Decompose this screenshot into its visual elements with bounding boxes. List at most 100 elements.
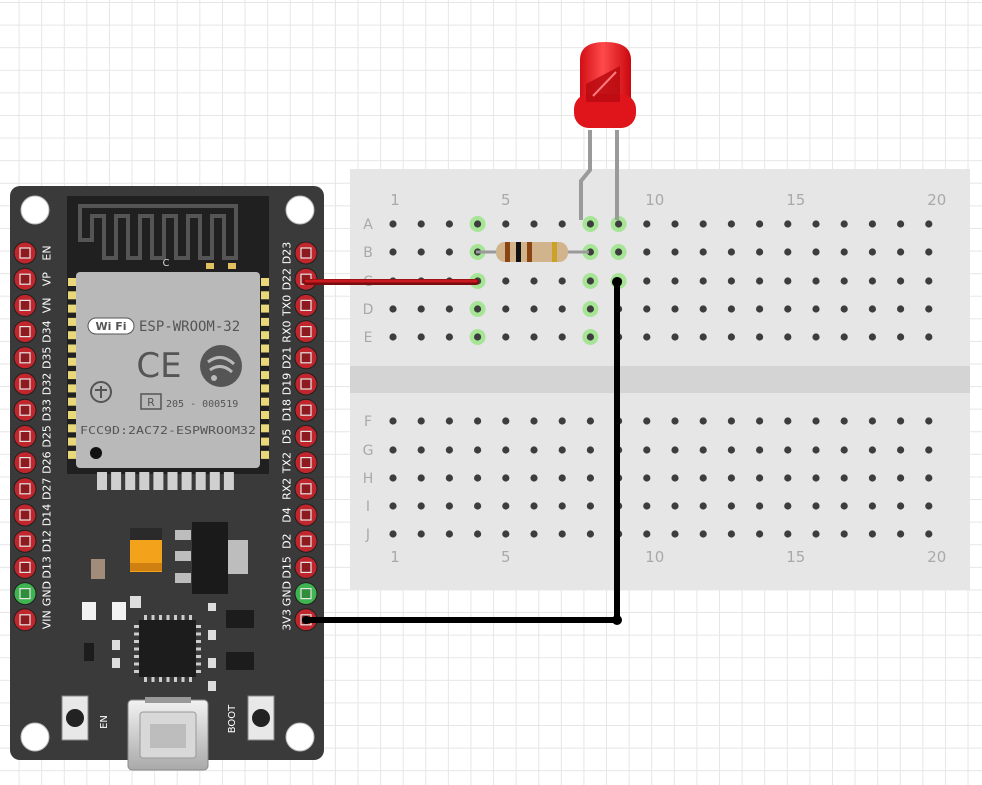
breadboard-hole[interactable]	[445, 333, 453, 341]
breadboard-hole[interactable]	[671, 305, 679, 313]
breadboard-hole[interactable]	[643, 220, 651, 228]
breadboard-hole[interactable]	[586, 446, 595, 454]
breadboard-hole[interactable]	[756, 220, 764, 228]
breadboard-hole[interactable]	[586, 474, 595, 482]
breadboard-hole[interactable]	[558, 305, 566, 313]
breadboard-hole[interactable]	[445, 502, 453, 510]
breadboard-hole[interactable]	[727, 277, 736, 285]
breadboard-hole[interactable]	[925, 446, 933, 454]
breadboard-hole[interactable]	[474, 474, 482, 482]
breadboard-hole[interactable]	[502, 417, 510, 425]
breadboard-hole[interactable]	[389, 248, 397, 256]
breadboard-hole[interactable]	[417, 220, 425, 228]
breadboard-hole[interactable]	[474, 305, 482, 313]
breadboard-hole[interactable]	[840, 446, 848, 454]
breadboard-hole[interactable]	[558, 417, 566, 425]
breadboard-hole[interactable]	[699, 474, 707, 482]
pin-right-rx2[interactable]	[294, 477, 318, 501]
pin-right-rx0[interactable]	[294, 320, 318, 344]
breadboard-hole[interactable]	[840, 277, 848, 285]
breadboard-hole[interactable]	[558, 502, 566, 510]
micro-usb-port[interactable]	[127, 697, 209, 771]
breadboard-hole[interactable]	[756, 248, 764, 256]
pin-right-d19[interactable]	[294, 372, 318, 396]
wire-black[interactable]	[302, 277, 622, 625]
breadboard-hole[interactable]	[784, 220, 792, 228]
breadboard-hole[interactable]	[699, 502, 707, 510]
breadboard-hole[interactable]	[897, 277, 905, 285]
breadboard-hole[interactable]	[586, 220, 595, 228]
breadboard-hole[interactable]	[897, 474, 905, 482]
breadboard-hole[interactable]	[586, 502, 595, 510]
pin-left-d25[interactable]	[13, 424, 37, 448]
breadboard-hole[interactable]	[502, 305, 510, 313]
breadboard-hole[interactable]	[586, 333, 595, 341]
breadboard-hole[interactable]	[840, 502, 848, 510]
breadboard-hole[interactable]	[445, 446, 453, 454]
pin-left-d34[interactable]	[13, 320, 37, 344]
breadboard-hole[interactable]	[925, 417, 933, 425]
breadboard-hole[interactable]	[756, 417, 764, 425]
breadboard-hole[interactable]	[756, 333, 764, 341]
breadboard-hole[interactable]	[897, 530, 905, 538]
breadboard-hole[interactable]	[445, 305, 453, 313]
breadboard-hole[interactable]	[868, 530, 877, 538]
breadboard-hole[interactable]	[840, 248, 848, 256]
breadboard-hole[interactable]	[643, 446, 651, 454]
breadboard-hole[interactable]	[643, 333, 651, 341]
breadboard-hole[interactable]	[417, 502, 425, 510]
breadboard-hole[interactable]	[530, 446, 538, 454]
breadboard-hole[interactable]	[756, 502, 764, 510]
breadboard-hole[interactable]	[389, 220, 397, 228]
breadboard-hole[interactable]	[699, 333, 707, 341]
resistor[interactable]	[476, 242, 589, 262]
breadboard-hole[interactable]	[784, 417, 792, 425]
breadboard-hole[interactable]	[925, 277, 933, 285]
breadboard-hole[interactable]	[643, 530, 651, 538]
breadboard-hole[interactable]	[727, 248, 736, 256]
pin-right-d2[interactable]	[294, 529, 318, 553]
breadboard-hole[interactable]	[474, 446, 482, 454]
pin-right-tx2[interactable]	[294, 451, 318, 475]
breadboard-hole[interactable]	[897, 305, 905, 313]
breadboard-hole[interactable]	[727, 502, 736, 510]
breadboard-hole[interactable]	[925, 502, 933, 510]
breadboard-hole[interactable]	[812, 446, 820, 454]
breadboard-hole[interactable]	[812, 220, 820, 228]
pin-right-gnd[interactable]	[294, 582, 318, 606]
breadboard-hole[interactable]	[502, 446, 510, 454]
breadboard-hole[interactable]	[671, 502, 679, 510]
pin-left-d13[interactable]	[13, 555, 37, 579]
breadboard-hole[interactable]	[558, 333, 566, 341]
breadboard-hole[interactable]	[925, 248, 933, 256]
breadboard-hole[interactable]	[671, 446, 679, 454]
breadboard-hole[interactable]	[868, 446, 877, 454]
breadboard-hole[interactable]	[756, 277, 764, 285]
breadboard-hole[interactable]	[812, 530, 820, 538]
breadboard-hole[interactable]	[417, 305, 425, 313]
breadboard-hole[interactable]	[643, 305, 651, 313]
breadboard-hole[interactable]	[868, 248, 877, 256]
breadboard-hole[interactable]	[445, 474, 453, 482]
breadboard-hole[interactable]	[727, 305, 736, 313]
breadboard-hole[interactable]	[417, 474, 425, 482]
breadboard-hole[interactable]	[812, 305, 820, 313]
breadboard-hole[interactable]	[558, 220, 566, 228]
breadboard-hole[interactable]	[615, 220, 623, 228]
breadboard-hole[interactable]	[840, 530, 848, 538]
breadboard-hole[interactable]	[417, 446, 425, 454]
pin-right-d5[interactable]	[294, 424, 318, 448]
breadboard-hole[interactable]	[868, 417, 877, 425]
breadboard-hole[interactable]	[615, 248, 623, 256]
breadboard-hole[interactable]	[502, 333, 510, 341]
breadboard-hole[interactable]	[389, 417, 397, 425]
breadboard-hole[interactable]	[671, 417, 679, 425]
breadboard-hole[interactable]	[897, 248, 905, 256]
breadboard-hole[interactable]	[502, 530, 510, 538]
breadboard-hole[interactable]	[671, 277, 679, 285]
breadboard-hole[interactable]	[530, 333, 538, 341]
breadboard-hole[interactable]	[389, 305, 397, 313]
breadboard-hole[interactable]	[840, 220, 848, 228]
breadboard-hole[interactable]	[784, 530, 792, 538]
breadboard-hole[interactable]	[812, 333, 820, 341]
